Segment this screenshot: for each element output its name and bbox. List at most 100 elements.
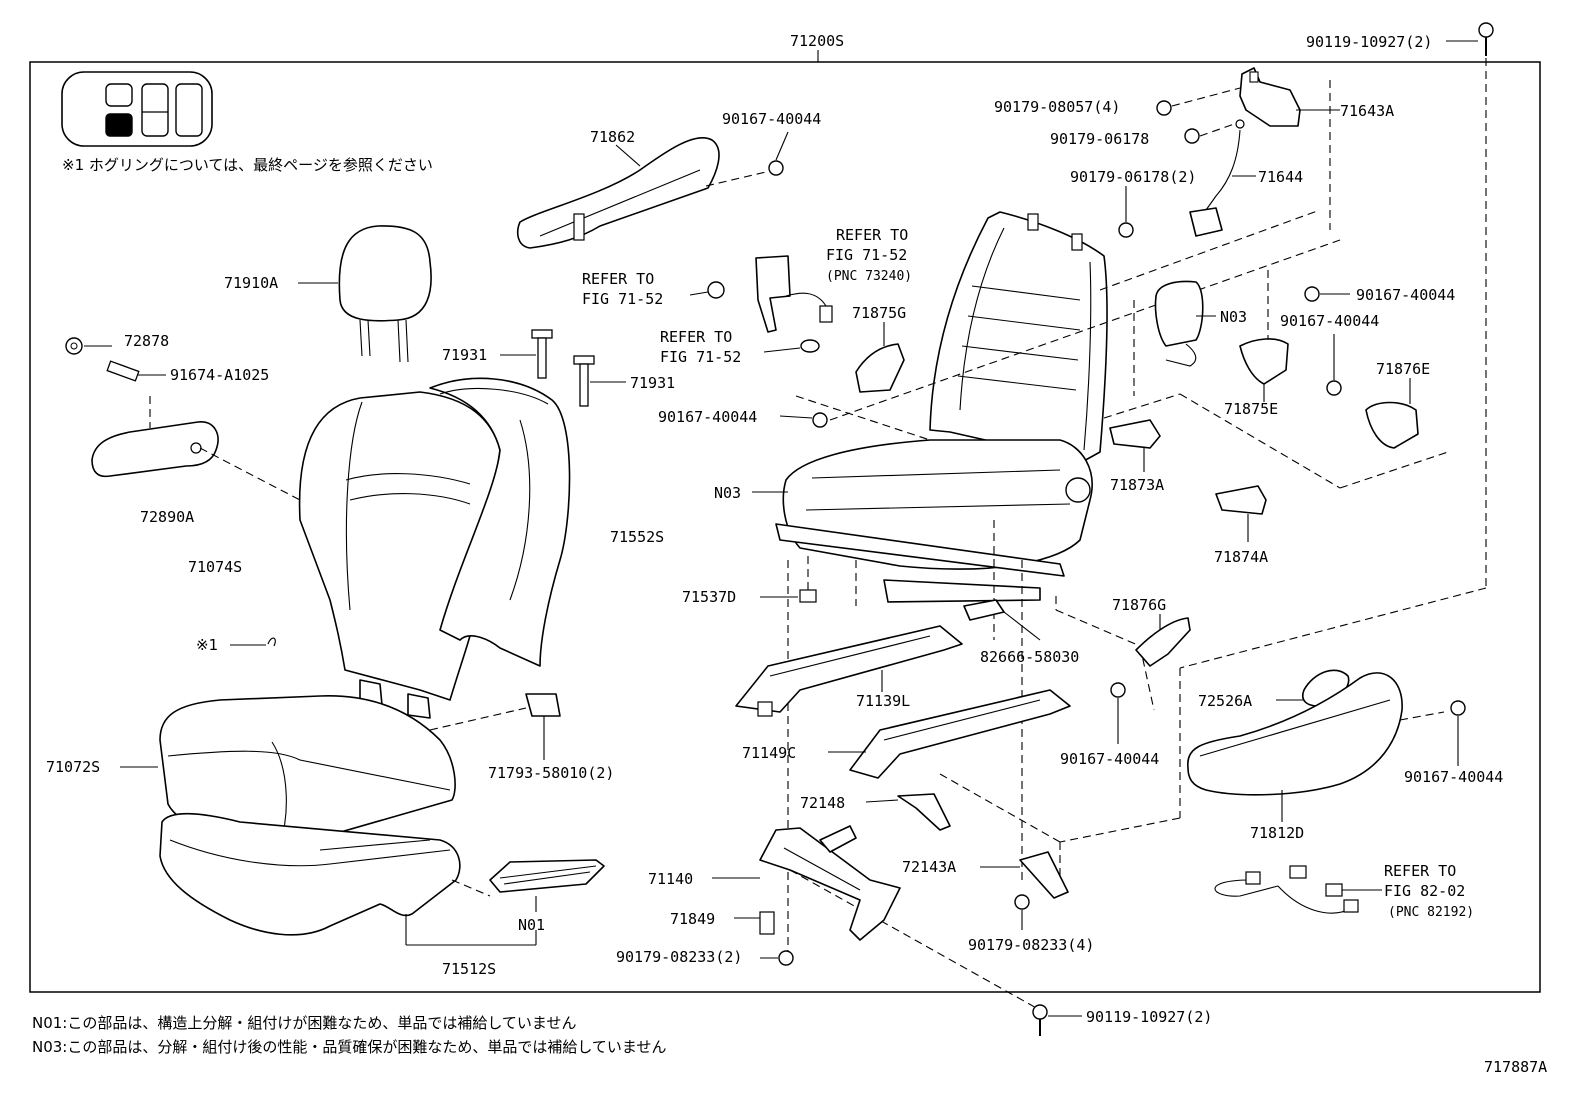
spacer-71537d bbox=[799, 589, 817, 603]
label-71793: 71793-58010(2) bbox=[488, 764, 614, 782]
seat-position-icon bbox=[61, 71, 213, 147]
bolt-10927-bottom bbox=[1032, 1004, 1048, 1036]
label-71512s: 71512S bbox=[442, 960, 496, 978]
bracket-71875e bbox=[1239, 338, 1289, 385]
bolt-10927-top bbox=[1478, 22, 1494, 56]
label-71812d: 71812D bbox=[1250, 824, 1304, 842]
screw-40044-low-right bbox=[1450, 700, 1466, 716]
recliner-cable bbox=[1189, 119, 1245, 237]
screw-40044-r1 bbox=[1304, 286, 1320, 302]
screw-40044-top bbox=[768, 160, 784, 176]
label-71072s: 71072S bbox=[46, 758, 100, 776]
label-71875g: 71875G bbox=[852, 304, 906, 322]
recliner-bracket bbox=[1239, 67, 1301, 127]
nut-06178-b bbox=[1118, 222, 1134, 238]
label-71873a: 71873A bbox=[1110, 476, 1164, 494]
assembly-frame bbox=[29, 61, 1541, 993]
clip-71931-a bbox=[531, 329, 553, 379]
clip-71793 bbox=[525, 693, 561, 717]
side-airbag bbox=[1154, 280, 1204, 367]
seat-cushion-pad bbox=[159, 812, 461, 936]
bracket-71874a bbox=[1215, 485, 1267, 515]
label-71875e: 71875E bbox=[1224, 400, 1278, 418]
label-71862: 71862 bbox=[590, 128, 635, 146]
label-71139l: 71139L bbox=[856, 692, 910, 710]
label-n03-lower: N03 bbox=[714, 484, 741, 502]
label-71643a: 71643A bbox=[1340, 102, 1394, 120]
bracket-72148 bbox=[897, 793, 951, 831]
label-71876e: 71876E bbox=[1376, 360, 1430, 378]
seat-back-pad bbox=[429, 377, 571, 667]
label-71200s: 71200S bbox=[790, 32, 844, 50]
note-hog-ring: ※1 ホグリングについては、最終ページを参照ください bbox=[62, 156, 433, 174]
label-71910a: 71910A bbox=[224, 274, 278, 292]
spacer-71849 bbox=[759, 911, 775, 935]
seat-heater-mat bbox=[489, 859, 605, 893]
screw-40044-r2 bbox=[1326, 380, 1342, 396]
label-refer-d-3: (PNC 82192) bbox=[1388, 905, 1474, 920]
label-note-mark: ※1 bbox=[196, 636, 218, 654]
nut-08233-a bbox=[778, 950, 794, 966]
nut-08057 bbox=[1156, 100, 1172, 116]
label-screw-40044-mid: 90167-40044 bbox=[658, 408, 757, 426]
cover-71875g bbox=[855, 343, 905, 393]
label-71140: 71140 bbox=[648, 870, 693, 888]
label-71552s: 71552S bbox=[610, 528, 664, 546]
armrest bbox=[91, 421, 219, 478]
seat-belt-buckle bbox=[755, 255, 833, 333]
label-72143a: 72143A bbox=[902, 858, 956, 876]
grommet-a bbox=[707, 281, 725, 299]
bracket-71873a bbox=[1109, 419, 1161, 449]
label-71149c: 71149C bbox=[742, 744, 796, 762]
note-n03: N03:この部品は、分解・組付け後の性能・品質確保が困難なため、単品では補給して… bbox=[32, 1038, 666, 1056]
label-refer-b-2: FIG 71-52 bbox=[582, 290, 663, 308]
seat-cushion-cover bbox=[159, 695, 456, 851]
label-n01: N01 bbox=[518, 916, 545, 934]
bolt-91674 bbox=[106, 360, 140, 382]
label-nut-06178-a: 90179-06178 bbox=[1050, 130, 1149, 148]
wire-harness bbox=[1214, 865, 1359, 914]
label-bolt-top-right: 90119-10927(2) bbox=[1306, 33, 1432, 51]
figure-id: 717887A bbox=[1484, 1058, 1547, 1076]
label-refer-a-3: (PNC 73240) bbox=[826, 269, 912, 284]
seat-rail-71139l bbox=[735, 625, 963, 717]
side-shield-71812d bbox=[1187, 672, 1403, 796]
label-71931-a: 71931 bbox=[442, 346, 487, 364]
label-72526a: 72526A bbox=[1198, 692, 1252, 710]
label-72878: 72878 bbox=[124, 332, 169, 350]
label-refer-a-1: REFER TO bbox=[836, 226, 908, 244]
label-71074s: 71074S bbox=[188, 558, 242, 576]
label-bolt-bottom: 90119-10927(2) bbox=[1086, 1008, 1212, 1026]
label-91674: 91674-A1025 bbox=[170, 366, 269, 384]
label-refer-b-1: REFER TO bbox=[582, 270, 654, 288]
cover-71876g bbox=[1135, 617, 1191, 667]
headrest bbox=[338, 225, 432, 363]
clip-72878 bbox=[65, 337, 83, 355]
label-nut-06178-b: 90179-06178(2) bbox=[1070, 168, 1196, 186]
screw-40044-low bbox=[1110, 682, 1126, 698]
label-71931-b: 71931 bbox=[630, 374, 675, 392]
seat-rail-71149c bbox=[849, 689, 1071, 779]
clip-71931-b bbox=[573, 355, 595, 407]
connector-82666 bbox=[963, 599, 1005, 621]
label-71849: 71849 bbox=[670, 910, 715, 928]
label-71876g: 71876G bbox=[1112, 596, 1166, 614]
screw-40044-mid bbox=[812, 412, 828, 428]
cover-71876e bbox=[1365, 401, 1419, 449]
label-72890a: 72890A bbox=[140, 508, 194, 526]
seat-adjuster-71140 bbox=[759, 825, 901, 941]
label-71537d: 71537D bbox=[682, 588, 736, 606]
label-screw-40044-low-right: 90167-40044 bbox=[1404, 768, 1503, 786]
nut-08233-b bbox=[1014, 894, 1030, 910]
label-n03-upper: N03 bbox=[1220, 308, 1247, 326]
label-refer-d-2: FIG 82-02 bbox=[1384, 882, 1465, 900]
label-71644: 71644 bbox=[1258, 168, 1303, 186]
label-refer-d-1: REFER TO bbox=[1384, 862, 1456, 880]
label-screw-40044-top: 90167-40044 bbox=[722, 110, 821, 128]
label-refer-c-2: FIG 71-52 bbox=[660, 348, 741, 366]
label-72148: 72148 bbox=[800, 794, 845, 812]
label-82666: 82666-58030 bbox=[980, 648, 1079, 666]
bracket-72143a bbox=[1019, 851, 1069, 899]
note-n01: N01:この部品は、構造上分解・組付けが困難なため、単品では補給していません bbox=[32, 1014, 576, 1032]
